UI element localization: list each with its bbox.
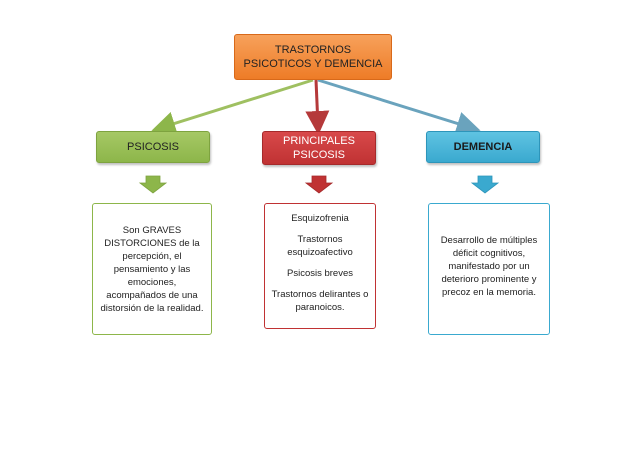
connector-root-to-demencia bbox=[317, 78, 481, 135]
description-line: percepción, el bbox=[122, 250, 182, 262]
description-line: distorsión de la realidad. bbox=[100, 302, 204, 314]
description-line: Son GRAVES bbox=[122, 224, 182, 236]
psicosis-list-item: Psicosis breves bbox=[287, 268, 353, 279]
psicosis-list-item: Esquizofrenia bbox=[291, 213, 349, 224]
category-principales-line-1: PRINCIPALES bbox=[283, 135, 355, 147]
root-line-2: PSICOTICOS Y DEMENCIA bbox=[243, 58, 383, 70]
down-arrow-green bbox=[138, 175, 168, 194]
description-line: DISTORCIONES de la bbox=[104, 237, 200, 249]
connector-root-to-principales bbox=[305, 79, 330, 135]
description-line: deterioro prominente y bbox=[441, 274, 537, 285]
description-psicosis: Son GRAVES DISTORCIONES de la percepción… bbox=[92, 203, 212, 335]
description-line: precoz en la memoria. bbox=[442, 287, 536, 298]
connector-root-to-psicosis bbox=[151, 78, 314, 135]
description-line: déficit cognitivos, bbox=[452, 248, 526, 259]
description-demencia: Desarrollo de múltiples déficit cognitiv… bbox=[428, 203, 550, 335]
category-principales-line-2: PSICOSIS bbox=[293, 149, 345, 161]
category-demencia: DEMENCIA bbox=[426, 131, 540, 163]
down-arrow-red bbox=[304, 175, 334, 194]
category-psicosis-label: PSICOSIS bbox=[127, 141, 179, 153]
description-line: emociones, bbox=[127, 276, 177, 288]
category-principales-psicosis: PRINCIPALES PSICOSIS bbox=[262, 131, 376, 165]
category-psicosis: PSICOSIS bbox=[96, 131, 210, 163]
root-node: TRASTORNOS PSICOTICOS Y DEMENCIA bbox=[234, 34, 392, 80]
description-principales-psicosis: Esquizofrenia Trastornos esquizoafectivo… bbox=[264, 203, 376, 329]
category-demencia-label: DEMENCIA bbox=[453, 141, 513, 153]
description-line: acompañados de una bbox=[106, 289, 198, 301]
psicosis-list-item: Trastornos esquizoafectivo bbox=[287, 234, 353, 258]
psicosis-list-item: Trastornos delirantes o paranoicos. bbox=[271, 289, 369, 313]
description-line: Desarrollo de múltiples bbox=[440, 235, 538, 246]
down-arrow-blue bbox=[470, 175, 500, 194]
description-line: pensamiento y las bbox=[113, 263, 191, 275]
root-line-1: TRASTORNOS bbox=[274, 44, 352, 56]
description-line: manifestado por un bbox=[448, 261, 530, 272]
